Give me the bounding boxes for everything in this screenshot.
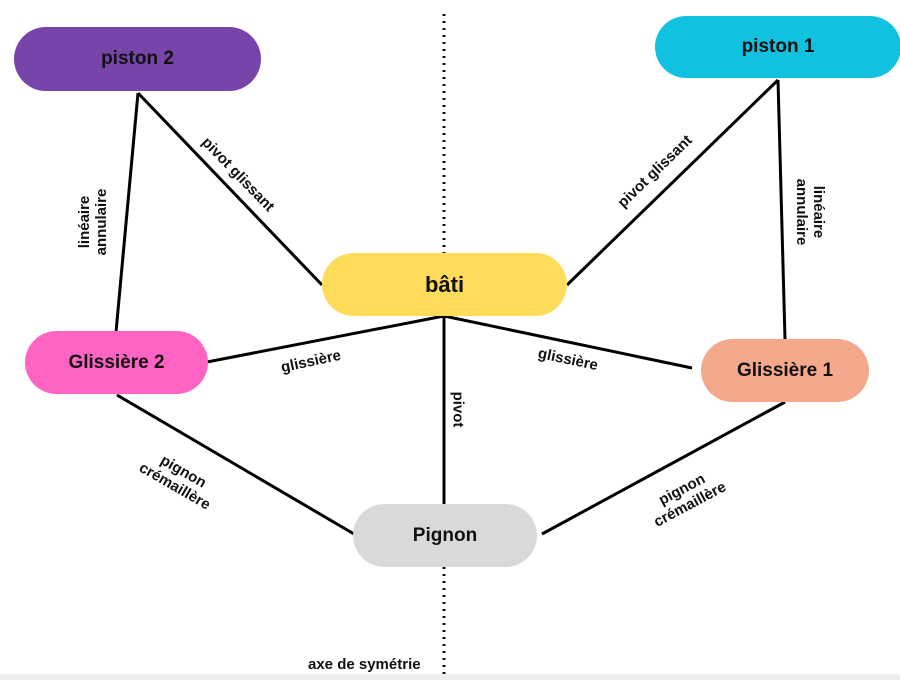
node-piston-1: piston 1 <box>655 16 900 78</box>
label-lineaire-annulaire-left-line1: linéaire <box>76 195 93 249</box>
node-piston-2-label: piston 2 <box>101 48 174 69</box>
link-piston1-glissiere1 <box>776 79 787 340</box>
link-glissiere2-pignon <box>116 393 355 536</box>
node-piston-1-label: piston 1 <box>741 36 815 57</box>
label-lineaire-annulaire-right-line2: annulaire <box>793 178 810 246</box>
node-piston-2: piston 2 <box>14 27 261 91</box>
node-glissiere-1-label: Glissière 1 <box>736 359 834 381</box>
link-piston1-bati <box>565 78 780 287</box>
link-piston2-glissiere2 <box>114 92 140 333</box>
label-lineaire-annulaire-right: linéaire annulaire <box>793 172 827 252</box>
bottom-strip <box>0 674 900 680</box>
link-piston2-bati <box>136 91 324 287</box>
node-glissiere-1: Glissière 1 <box>701 339 869 402</box>
node-pignon-label: Pignon <box>412 524 478 546</box>
link-bati-glissiere2 <box>206 314 445 364</box>
node-glissiere-2-label: Glissière 2 <box>68 351 165 373</box>
label-lineaire-annulaire-left: linéaire annulaire <box>76 182 110 262</box>
link-bati-glissiere1 <box>443 314 693 370</box>
symmetry-axis-label: axe de symétrie <box>308 656 421 673</box>
link-glissiere1-pignon <box>541 400 786 536</box>
node-pignon: Pignon <box>353 504 537 567</box>
node-glissiere-2: Glissière 2 <box>25 331 208 394</box>
node-bati-label: bâti <box>424 271 465 297</box>
node-bati: bâti <box>322 253 567 316</box>
label-pivot: pivot <box>449 391 467 428</box>
label-lineaire-annulaire-right-line1: linéaire <box>810 185 827 239</box>
label-lineaire-annulaire-left-line2: annulaire <box>93 188 110 256</box>
